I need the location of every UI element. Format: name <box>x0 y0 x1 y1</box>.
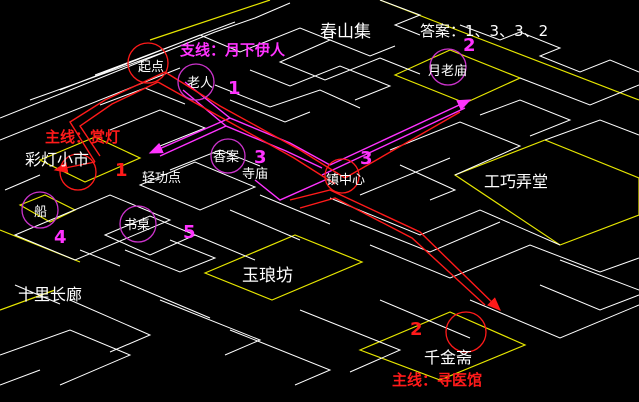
step-qianjin: 2 <box>410 319 423 340</box>
step-desk: 5 <box>183 222 196 243</box>
circle-boat <box>21 191 59 229</box>
place-incense-table[interactable]: 香案 <box>213 150 239 165</box>
quest-main-doctor: 主线：寻医馆 <box>392 371 482 389</box>
circle-start <box>127 42 169 84</box>
location-circles <box>21 42 487 353</box>
place-temple[interactable]: 寺庙 <box>242 167 268 182</box>
district-qianjin <box>358 311 527 381</box>
place-town-center[interactable]: 镇中心 <box>326 173 365 188</box>
step-lantern: 1 <box>115 160 128 181</box>
circle-old-man <box>177 63 215 101</box>
district-lantern-market <box>38 136 142 183</box>
place-craft-hall[interactable]: 工巧弄堂 <box>484 172 548 191</box>
place-qianjin-house[interactable]: 千金斋 <box>424 348 472 367</box>
step-old-man: 1 <box>228 78 241 99</box>
place-old-man[interactable]: 老人 <box>187 76 213 91</box>
place-lantern-market[interactable]: 彩灯小市 <box>25 150 89 169</box>
place-ten-mile-corridor[interactable]: 十里长廊 <box>18 285 82 304</box>
circle-incense <box>210 138 246 174</box>
circle-desk <box>119 205 157 243</box>
district-boat <box>18 194 77 223</box>
place-qinggong-point[interactable]: 轻功点 <box>142 171 181 186</box>
district-jade-lane <box>203 234 364 301</box>
step-boat: 4 <box>54 227 67 248</box>
circle-qianjin <box>445 311 487 353</box>
road-network <box>0 0 639 386</box>
main-quest-route <box>53 71 502 311</box>
town-name: 春山集 <box>320 22 371 42</box>
step-incense: 3 <box>254 147 267 168</box>
place-jade-lane[interactable]: 玉琅坊 <box>242 266 293 286</box>
quest-side: 支线：月下伊人 <box>179 41 286 59</box>
place-boat[interactable]: 船 <box>34 205 47 220</box>
place-desk[interactable]: 书桌 <box>124 218 150 233</box>
district-craft-hall <box>453 139 639 246</box>
circle-moon-temple <box>429 48 467 86</box>
place-start[interactable]: 起点 <box>138 60 164 75</box>
circle-lantern-market <box>59 153 97 191</box>
answer-text: 答案：1、3、3、2 <box>420 22 548 40</box>
answer-mark: 2 <box>463 35 476 56</box>
place-moon-temple[interactable]: 月老庙 <box>428 64 467 79</box>
step-center: 3 <box>360 148 373 169</box>
quest-main-lantern: 主线：赏灯 <box>45 128 120 146</box>
side-quest-route <box>148 81 472 201</box>
circle-center <box>324 158 360 194</box>
